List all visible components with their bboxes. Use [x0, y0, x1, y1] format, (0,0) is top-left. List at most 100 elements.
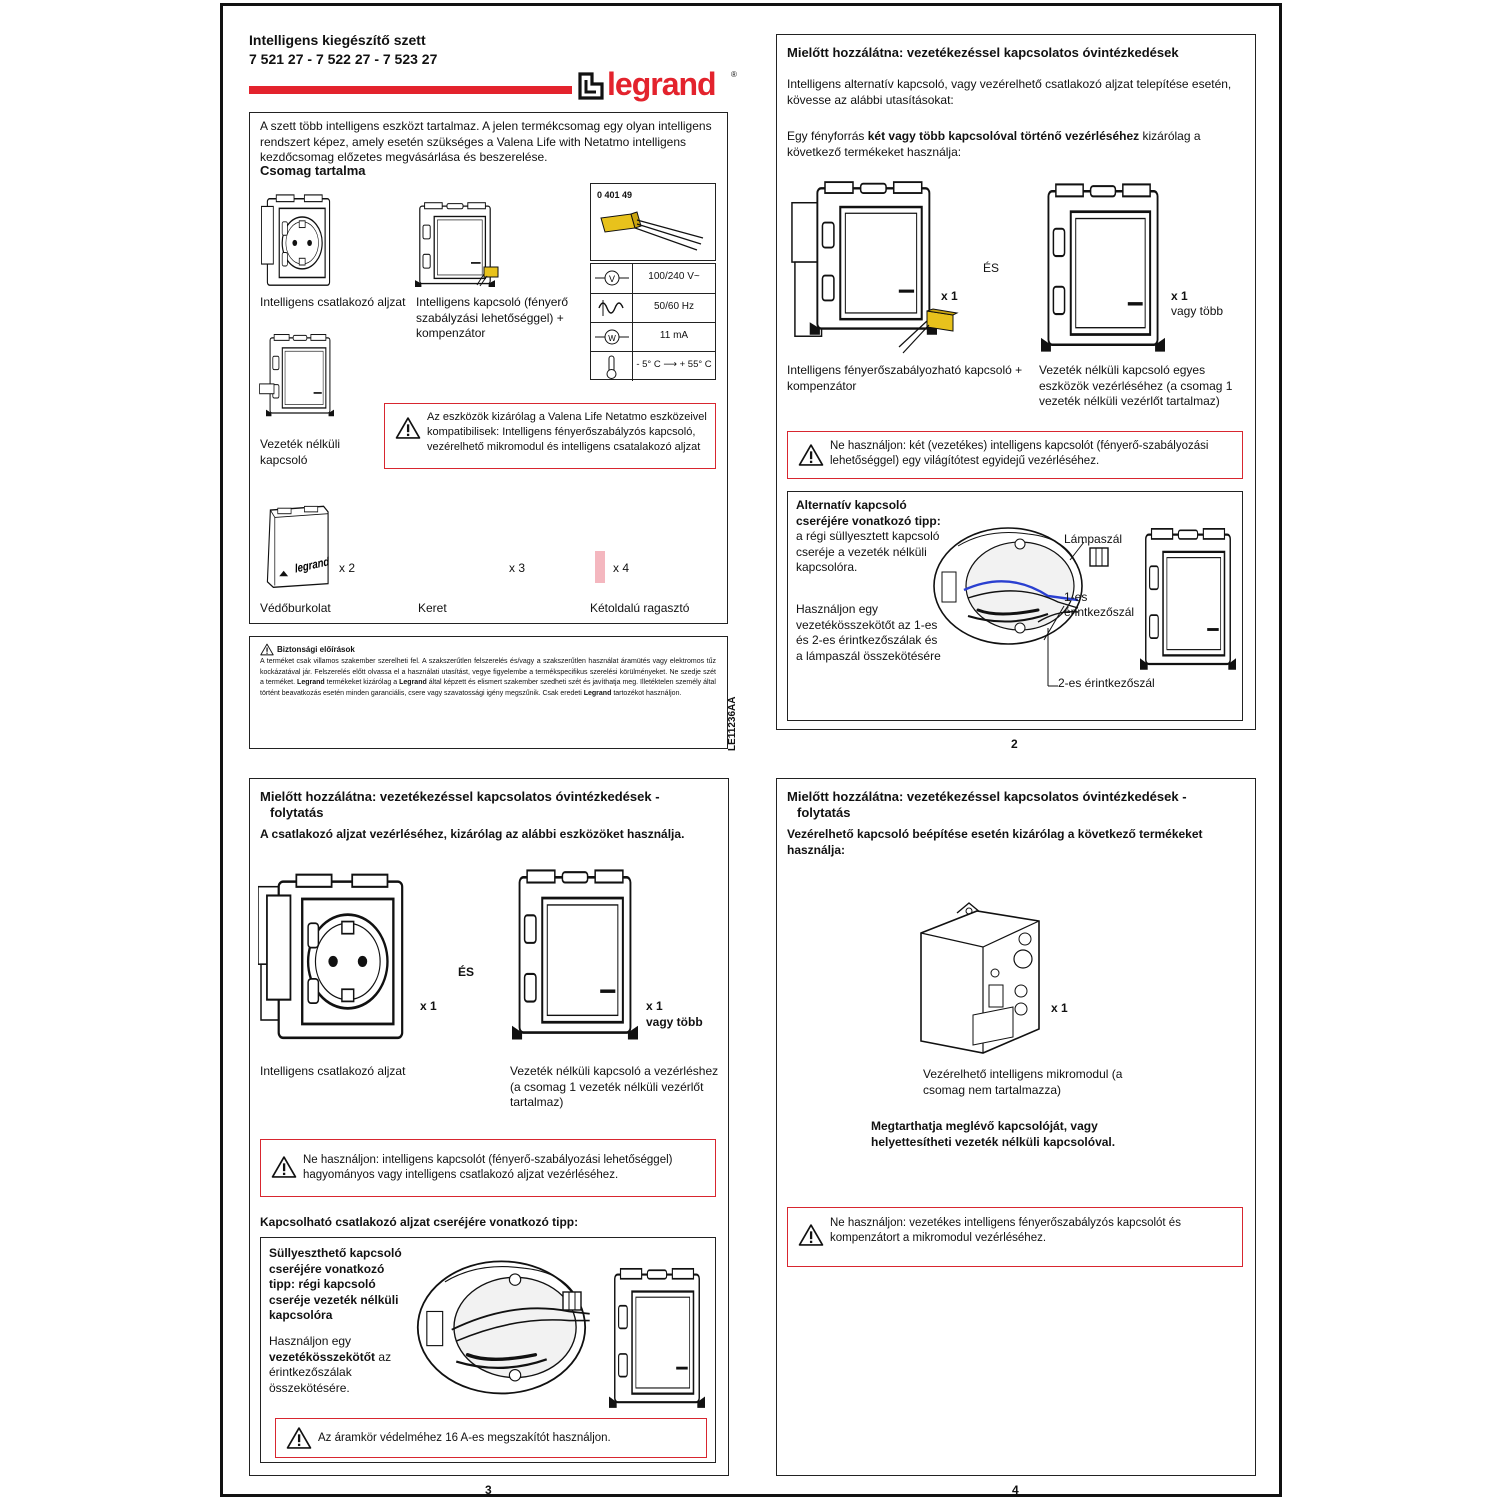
safety-part: termékeket kizárólag a	[326, 679, 398, 686]
dimmer-switch-illustration	[789, 179, 937, 357]
wire-connector-icon	[561, 1288, 585, 1314]
wireless-switch-illustration	[1041, 181, 1165, 359]
compensator-box: 0 401 49	[590, 183, 716, 261]
brand-bar	[249, 86, 572, 94]
safety-title: Biztonsági előírások	[277, 645, 355, 654]
page4-warning: Ne használjon: vezetékes intelligens fén…	[787, 1207, 1243, 1267]
item-socket-label: Intelligens csatlakozó aljzat	[260, 295, 406, 309]
tape-qty: x 4	[613, 561, 630, 575]
item-frame-label: Keret	[418, 601, 447, 615]
tip2-text: Használjon egy vezetékösszekötőt az 1-es…	[796, 602, 941, 663]
frame-qty: x 3	[509, 561, 526, 575]
page2-intro: Intelligens alternatív kapcsoló, vagy ve…	[787, 77, 1232, 107]
item-tape-label: Kétoldalú ragasztó	[590, 601, 690, 615]
tape-swatch	[595, 551, 605, 583]
junction-box-illustration	[928, 518, 1096, 648]
compensator-icon	[597, 204, 709, 256]
micromodule-illustration	[917, 899, 1043, 1061]
qty-socket: x 1	[420, 999, 437, 1013]
tip-part: Használjon egy	[269, 1334, 352, 1348]
warning-icon	[798, 1224, 824, 1246]
spec-row-frequency: 50/60 Hz	[591, 293, 715, 322]
voltage-icon: V	[591, 264, 633, 293]
qty-micromodule: x 1	[1051, 1001, 1068, 1015]
lead-part: Egy fényforrás	[787, 129, 865, 143]
tip-part: az érintkezőszálak összekötésére.	[269, 1349, 392, 1395]
page3-warning2: Az áramkör védelméhez 16 A-es megszakító…	[275, 1418, 707, 1458]
safety-part: tartozékot használjon.	[613, 689, 682, 697]
tip-bold: vezetékösszekötőt	[269, 1349, 376, 1364]
brand-registered: ®	[731, 70, 737, 79]
safety-panel: Biztonsági előírások A terméket csak vil…	[249, 636, 728, 749]
product-title: Intelligens kiegészítő szett	[249, 32, 426, 48]
lead-part: kizárólag a következő termékeket használ…	[787, 129, 1201, 159]
warning-icon	[395, 417, 421, 439]
page3-tip-box: Süllyeszthető kapcsoló cseréjére vonatko…	[260, 1237, 716, 1463]
safety-text: A terméket csak villamos szakember szere…	[260, 657, 716, 699]
doc-code: LE11236AA	[727, 696, 738, 751]
warning-icon	[798, 444, 824, 466]
brand-wordmark: legrand	[607, 66, 717, 102]
spec-value: 11 mA	[659, 330, 689, 341]
qty-wireless: x 1	[1171, 289, 1188, 303]
compensator-code: 0 401 49	[597, 190, 633, 200]
svg-text:W: W	[608, 334, 616, 343]
warning-icon	[286, 1427, 312, 1449]
page4-note: Megtarthatja meglévő kapcsolóját, vagy h…	[871, 1119, 1116, 1149]
label-wire2: 2-es érintkezőszál	[1058, 676, 1155, 690]
page4-title-b: folytatás	[797, 805, 851, 820]
page1-panel: A szett több intelligens eszközt tartalm…	[249, 112, 728, 624]
page4-lead: Vezérelhető kapcsoló beépítése esetén ki…	[787, 827, 1203, 857]
page2-warning-text: Ne használjon: két (vezetékes) intellige…	[830, 440, 1209, 467]
safety-brand: Legrand	[583, 689, 612, 697]
safety-brand: Legrand	[399, 679, 427, 686]
tip-text: Alternatív kapcsoló cseréjére vonatkozó …	[796, 498, 944, 576]
page3-title-a: Mielőtt hozzálátna: vezetékezéssel kapcs…	[260, 789, 660, 804]
page2-lead: Egy fényforrás két vagy több kapcsolóval…	[787, 129, 1247, 160]
lead-bold: két vagy több kapcsolóval történő vezérl…	[867, 129, 1140, 143]
page4-title-a: Mielőtt hozzálátna: vezetékezéssel kapcs…	[787, 789, 1187, 804]
compensator-icon	[897, 307, 959, 355]
page4-warning-text: Ne használjon: vezetékes intelligens fén…	[830, 1217, 1181, 1244]
caption-wireless: Vezeték nélküli kapcsoló a vezérléshez (…	[510, 1064, 719, 1109]
spec-row-temperature: - 5° C ⟶ + 55° C	[591, 351, 715, 381]
page-number-3: 3	[485, 1483, 492, 1497]
page3-warning-text: Ne használjon: intelligens kapcsolót (fé…	[303, 1154, 673, 1181]
product-codes: 7 521 27 - 7 522 27 - 7 523 27	[249, 51, 438, 67]
compat-warning: Az eszközök kizárólag a Valena Life Neta…	[384, 403, 716, 469]
page3-tip-bold: Süllyeszthető kapcsoló cseréjére vonatko…	[269, 1246, 402, 1322]
caption-micromodule: Vezérelhető intelligens mikromodul (a cs…	[923, 1067, 1123, 1097]
instruction-sheet: Intelligens kiegészítő szett 7 521 27 - …	[220, 3, 1282, 1497]
spec-row-power: W 11 mA	[591, 322, 715, 351]
or-more-label: vagy több	[646, 1015, 703, 1029]
caption-wireless: Vezeték nélküli kapcsoló egyes eszközök …	[1039, 363, 1233, 408]
legrand-logo-icon	[578, 72, 604, 100]
compensator-small-icon	[476, 265, 502, 287]
page3-panel: Mielőtt hozzálátna: vezetékezéssel kapcs…	[249, 778, 729, 1476]
and-label: ÉS	[458, 965, 475, 979]
tip-box: Alternatív kapcsoló cseréjére vonatkozó …	[787, 491, 1243, 721]
spec-value: 50/60 Hz	[653, 301, 695, 312]
wireless-switch-illustration	[258, 325, 338, 433]
socket-illustration	[258, 865, 408, 1051]
spec-value: - 5° C ⟶ + 55° C	[636, 359, 712, 370]
page3-tip-head: Kapcsolható csatlakozó aljzat cseréjére …	[260, 1215, 579, 1229]
wireless-switch-illustration	[609, 1266, 705, 1414]
caption-socket: Intelligens csatlakozó aljzat	[260, 1064, 406, 1078]
tip-bold: Alternatív kapcsoló cseréjére vonatkozó …	[796, 498, 941, 528]
page-number-2: 2	[1011, 737, 1018, 751]
spec-table: V 100/240 V~ 50/60 Hz W 11 mA - 5° C ⟶ +…	[590, 263, 716, 381]
callout-lines	[1024, 536, 1104, 696]
power-icon: W	[591, 323, 633, 351]
and-label: ÉS	[983, 261, 1000, 275]
page-number-4: 4	[1012, 1483, 1019, 1497]
item-cover-label: Védőburkolat	[260, 601, 331, 615]
wire-connector-icon	[1088, 544, 1112, 570]
frequency-icon	[591, 294, 633, 322]
compat-warning-text: Az eszközök kizárólag a Valena Life Neta…	[427, 411, 707, 453]
page2-title: Mielőtt hozzálátna: vezetékezéssel kapcs…	[787, 45, 1179, 60]
wireless-switch-illustration	[512, 867, 638, 1047]
page3-warning2-text: Az áramkör védelméhez 16 A-es megszakító…	[318, 1432, 611, 1444]
cover-qty: x 2	[339, 561, 356, 575]
label-wire1-a: 1-es	[1064, 590, 1088, 604]
